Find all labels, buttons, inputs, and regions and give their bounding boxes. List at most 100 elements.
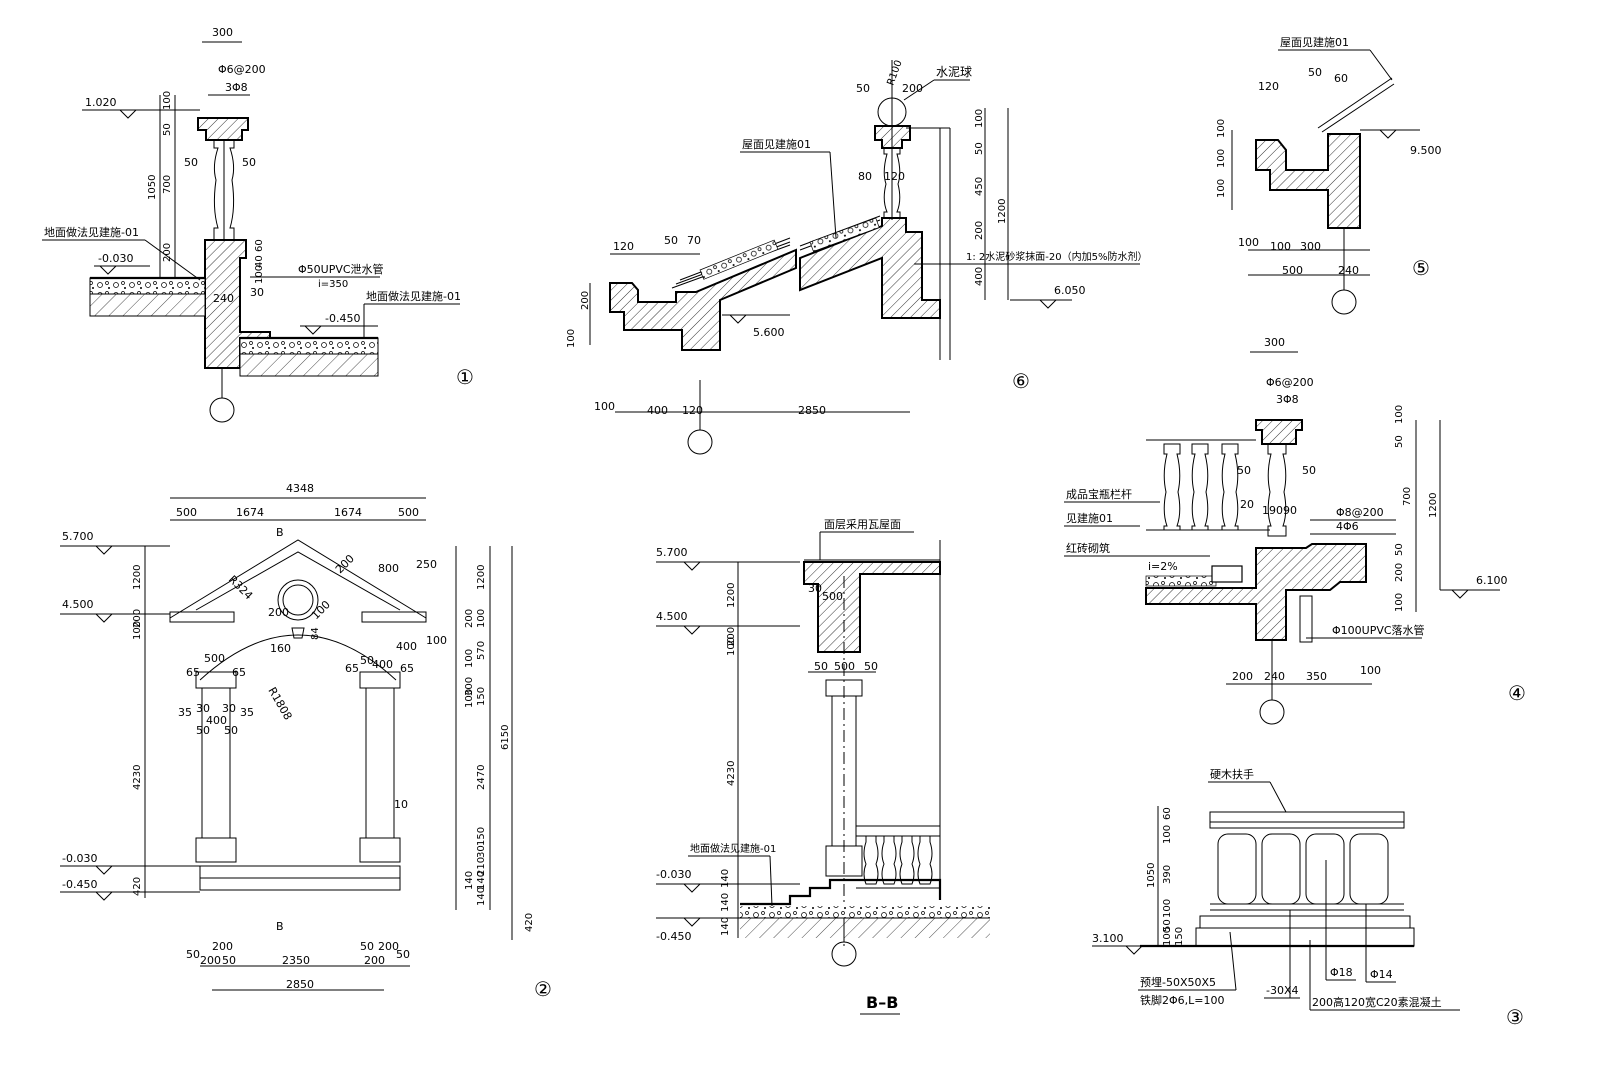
d6-gutter: [609, 248, 797, 351]
d3-note-base: 200高120宽C20素混凝土: [1312, 995, 1442, 1009]
svg-text:700: 700: [1402, 487, 1413, 506]
svg-text:R1808: R1808: [265, 685, 294, 722]
svg-text:9.500: 9.500: [1410, 144, 1442, 157]
svg-text:1200: 1200: [132, 565, 143, 590]
svg-text:100: 100: [464, 689, 475, 708]
svg-text:65: 65: [232, 666, 246, 679]
svg-text:50: 50: [186, 948, 200, 961]
d1-ground-right-soil: [239, 353, 379, 377]
d1-ground-left-soil: [89, 293, 206, 317]
d1-wall: [204, 239, 271, 369]
svg-text:50: 50: [856, 82, 870, 95]
svg-text:50: 50: [1237, 464, 1251, 477]
d4-note-ref: 见建施01: [1066, 511, 1113, 525]
svg-text:420: 420: [524, 913, 535, 932]
svg-text:500: 500: [204, 652, 225, 665]
svg-text:4230: 4230: [132, 765, 143, 790]
svg-text:140: 140: [720, 893, 731, 912]
svg-text:140: 140: [720, 869, 731, 888]
d3-note-flat: -30X4: [1266, 984, 1299, 997]
svg-text:140: 140: [476, 871, 487, 890]
d6-parapet: [799, 217, 941, 319]
d2-arch: [199, 634, 397, 681]
bb-note-floor: 地面做法见建施-01: [690, 842, 776, 855]
svg-text:5.600: 5.600: [753, 326, 785, 339]
d6-baluster: [883, 147, 901, 219]
svg-text:300: 300: [1264, 336, 1285, 349]
svg-text:350: 350: [1306, 670, 1327, 683]
svg-text:400: 400: [974, 267, 985, 286]
section-bb: 面层采用瓦屋面 30 500 50 500 50 5.7: [656, 518, 990, 1015]
svg-text:210: 210: [476, 857, 487, 876]
svg-text:50: 50: [1394, 543, 1405, 556]
svg-text:100: 100: [974, 109, 985, 128]
bb-note-roof: 面层采用瓦屋面: [824, 518, 901, 531]
detail-5: 屋面见建施01 120 50 60 9.500 100 100 100 100 …: [1216, 35, 1442, 315]
svg-text:100: 100: [132, 621, 143, 640]
svg-text:Φ8@200: Φ8@200: [1336, 506, 1384, 519]
detail-6: 120 50 70 R100 50 200 80 120 水泥球 屋面见建施01…: [566, 59, 1147, 455]
svg-text:570: 570: [476, 641, 487, 660]
svg-text:50: 50: [224, 724, 238, 737]
svg-text:240: 240: [213, 292, 234, 305]
svg-text:4.500: 4.500: [62, 598, 94, 611]
svg-text:1.020: 1.020: [85, 96, 117, 109]
svg-text:35: 35: [240, 706, 254, 719]
svg-text:-0.030: -0.030: [62, 852, 97, 865]
svg-text:1200: 1200: [476, 565, 487, 590]
svg-text:120: 120: [884, 170, 905, 183]
d2-step-2: [199, 877, 401, 891]
svg-text:100: 100: [162, 91, 173, 110]
svg-text:50: 50: [814, 660, 828, 673]
svg-text:200: 200: [364, 954, 385, 967]
svg-text:6150: 6150: [500, 725, 511, 750]
svg-text:50: 50: [162, 123, 173, 136]
svg-text:4230: 4230: [726, 761, 737, 786]
svg-text:Φ6@200: Φ6@200: [1266, 376, 1314, 389]
svg-text:400: 400: [396, 640, 417, 653]
svg-text:400: 400: [372, 658, 393, 671]
d4-note-baluster: 成品宝瓶栏杆: [1066, 487, 1132, 501]
d1-dim-300: 300: [212, 26, 233, 39]
svg-text:30: 30: [476, 845, 487, 858]
svg-text:5.700: 5.700: [656, 546, 688, 559]
svg-text:140: 140: [720, 917, 731, 936]
svg-text:150: 150: [476, 827, 487, 846]
svg-text:200: 200: [212, 940, 233, 953]
svg-text:240: 240: [1338, 264, 1359, 277]
svg-text:400: 400: [206, 714, 227, 727]
svg-text:150: 150: [476, 687, 487, 706]
svg-text:50: 50: [360, 654, 374, 667]
svg-text:-0.030: -0.030: [98, 252, 133, 265]
svg-text:90: 90: [1283, 504, 1297, 517]
svg-text:120: 120: [682, 404, 703, 417]
svg-text:300: 300: [1300, 240, 1321, 253]
svg-text:1200: 1200: [1428, 493, 1439, 518]
d4-slab-gutter: [1145, 543, 1367, 641]
d3-note-iron: 铁脚2Φ6,L=100: [1140, 993, 1225, 1007]
svg-text:2850: 2850: [286, 978, 314, 991]
detail-4: 300 Φ6@200 3Φ8 50 20 190 90 50 成品宝瓶栏杆 见建…: [1064, 336, 1526, 725]
svg-text:-0.450: -0.450: [325, 312, 360, 325]
svg-text:3.100: 3.100: [1092, 932, 1124, 945]
svg-text:50: 50: [1302, 464, 1316, 477]
svg-text:100: 100: [566, 329, 577, 348]
svg-text:6.050: 6.050: [1054, 284, 1086, 297]
svg-text:450: 450: [974, 177, 985, 196]
svg-text:1050: 1050: [147, 175, 158, 200]
svg-text:800: 800: [378, 562, 399, 575]
svg-text:-0.450: -0.450: [62, 878, 97, 891]
svg-text:100: 100: [726, 637, 737, 656]
svg-text:150: 150: [1174, 927, 1185, 946]
svg-text:4.500: 4.500: [656, 610, 688, 623]
svg-text:100: 100: [1270, 240, 1291, 253]
d1-ground-left-gravel: [89, 277, 206, 295]
bb-axis-bubble: [831, 941, 857, 967]
svg-text:50: 50: [360, 940, 374, 953]
svg-text:50: 50: [184, 156, 198, 169]
svg-text:200: 200: [902, 82, 923, 95]
svg-text:500: 500: [822, 590, 843, 603]
svg-text:2470: 2470: [476, 765, 487, 790]
svg-text:1674: 1674: [334, 506, 362, 519]
